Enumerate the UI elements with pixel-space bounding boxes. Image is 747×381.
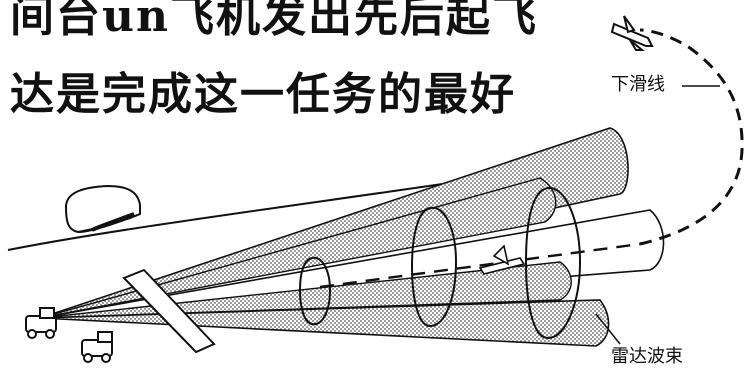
crossing-runway	[122, 268, 216, 354]
runway-centerline	[319, 242, 641, 289]
beam-cross-sections	[298, 186, 582, 340]
beam-upper	[39, 127, 629, 319]
beam-center	[39, 209, 665, 319]
glide-path-curve	[639, 28, 744, 246]
airplane-in-flight-icon	[610, 15, 654, 51]
radar-beam-fans	[39, 127, 665, 347]
beam-label-pointer	[595, 313, 621, 345]
radar-vehicle-icon	[25, 307, 57, 339]
text-line-top-partial: 间台un飞机发出先后起飞	[10, 0, 538, 42]
beam-lower	[39, 299, 610, 347]
horizon-line	[7, 179, 471, 251]
radar-beam-label: 雷达波束	[611, 346, 683, 367]
text-line-second: 达是完成这一任务的最好	[10, 69, 516, 120]
hangar-icon	[64, 184, 141, 234]
airplane-on-runway-icon	[478, 244, 526, 275]
glide-path-label: 下滑线	[611, 74, 665, 95]
beam-upper-2	[39, 177, 557, 319]
support-vehicle-icon	[81, 331, 113, 363]
